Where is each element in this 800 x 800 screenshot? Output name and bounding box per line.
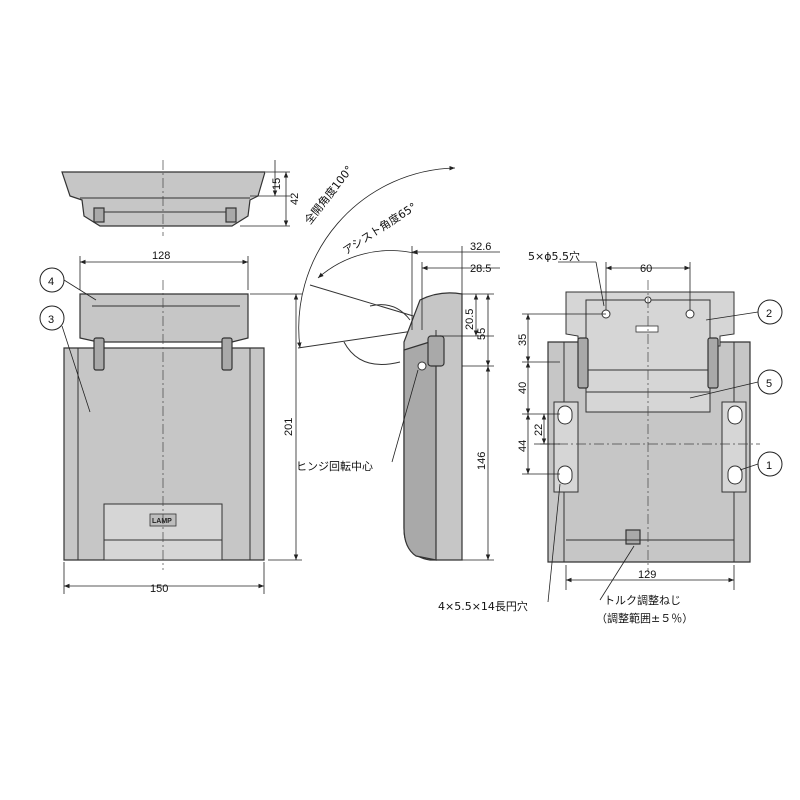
label-full-open-angle: 全開角度100° <box>301 163 355 227</box>
balloon-4 <box>39 267 65 293</box>
dim-rear-129: 129 <box>638 569 656 581</box>
dim-side-55: 55 <box>476 328 488 340</box>
dim-front-128: 128 <box>152 250 170 262</box>
dim-rear-22: 22 <box>533 424 545 436</box>
rear-view: 60 5×ϕ5.5穴 129 35 40 44 22 2 5 1 <box>438 249 783 625</box>
brand-logo: LAMP <box>152 518 172 525</box>
label-hinge-center: ヒンジ回転中心 <box>296 460 373 473</box>
label-round-holes: 5×ϕ5.5穴 <box>528 249 580 263</box>
label-assist-angle: アシスト角度65° <box>340 199 419 257</box>
dim-rear-60: 60 <box>640 263 652 275</box>
balloon-1-label: 1 <box>766 460 772 472</box>
dim-rear-40: 40 <box>517 382 529 394</box>
top-view: 15 42 <box>61 160 301 236</box>
balloon-1 <box>757 451 783 477</box>
balloon-3 <box>39 305 65 331</box>
label-adjust-range: （調整範囲±５％） <box>596 611 693 625</box>
dim-top-15: 15 <box>271 178 283 190</box>
balloon-5-label: 5 <box>766 378 772 390</box>
dim-side-20-5: 20.5 <box>464 309 476 330</box>
front-view: LAMP 128 150 201 4 3 <box>39 250 302 595</box>
dim-front-201: 201 <box>283 418 295 436</box>
dim-front-150: 150 <box>150 583 168 595</box>
balloon-2 <box>757 299 783 325</box>
dim-top-42: 42 <box>289 193 301 205</box>
balloon-2-label: 2 <box>766 308 772 320</box>
label-torque-screw: トルク調整ねじ <box>604 593 681 607</box>
dim-side-32-6: 32.6 <box>470 241 491 253</box>
balloon-4-label: 4 <box>48 276 54 288</box>
dim-rear-35: 35 <box>517 334 529 346</box>
dim-rear-44: 44 <box>517 440 529 452</box>
balloon-5 <box>757 369 783 395</box>
balloon-3-label: 3 <box>48 314 54 326</box>
side-view: 全開角度100° アシスト角度65° ヒンジ回転中心 32.6 28.5 20.… <box>296 163 500 561</box>
dim-side-146: 146 <box>476 452 488 470</box>
label-slot-holes: 4×5.5×14長円穴 <box>438 599 528 613</box>
dim-side-28-5: 28.5 <box>470 263 491 275</box>
